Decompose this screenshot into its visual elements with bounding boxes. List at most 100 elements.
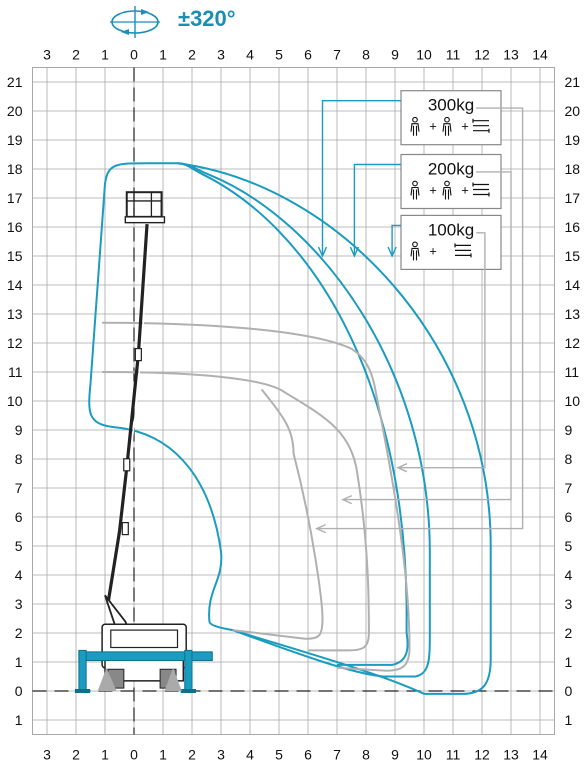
- outrigger-leg: [78, 649, 87, 692]
- person-icon: [412, 116, 418, 123]
- capacity-label: 200kg: [428, 160, 474, 179]
- y-tick-right: 19: [565, 132, 581, 148]
- x-tick-bottom: 11: [446, 747, 461, 760]
- person-icon: [412, 241, 418, 248]
- outrigger-leg: [184, 649, 193, 692]
- y-tick-left: 1: [15, 712, 23, 728]
- leader-line: [321, 100, 401, 256]
- y-tick-right: 15: [565, 248, 581, 264]
- y-tick-left: 3: [15, 596, 23, 612]
- y-tick-left: 0: [15, 683, 23, 699]
- y-tick-right: 10: [565, 393, 581, 409]
- leader-line: [391, 224, 401, 256]
- rotation-ellipse-arrows-icon: [110, 6, 160, 38]
- y-tick-left: 17: [7, 190, 23, 206]
- y-tick-left: 21: [7, 74, 23, 90]
- y-tick-right: 13: [565, 306, 581, 322]
- x-tick-top: 14: [532, 47, 548, 63]
- y-tick-right: 8: [565, 451, 573, 467]
- boom-joint: [123, 458, 131, 472]
- leader-line: [353, 163, 401, 256]
- y-tick-left: 12: [7, 335, 23, 351]
- x-tick-bottom: 6: [304, 747, 312, 760]
- outrigger-pad: [74, 689, 91, 693]
- outrigger-pad: [180, 689, 196, 693]
- x-tick-top: 4: [246, 47, 254, 63]
- x-tick-bottom: 4: [246, 747, 254, 760]
- x-tick-bottom: 12: [474, 747, 490, 760]
- person-icon-body: [442, 123, 452, 136]
- x-tick-top: 2: [72, 47, 80, 63]
- x-tick-top: 8: [362, 47, 370, 63]
- x-tick-bottom: 14: [532, 747, 548, 760]
- x-tick-bottom: 13: [503, 747, 519, 760]
- x-tick-bottom: 2: [72, 747, 80, 760]
- capacity-label: 100kg: [428, 220, 474, 239]
- envelope-200kg: [177, 162, 431, 678]
- inner-envelope-outer: [102, 321, 411, 672]
- grey-leader-arrow: [341, 494, 353, 505]
- basket: [125, 191, 163, 218]
- envelopes: [88, 162, 492, 695]
- x-tick-bottom: 1: [159, 747, 167, 760]
- leader-arrow: [349, 246, 360, 258]
- axis-ticks: 3322110011223344556677889910101111121213…: [7, 47, 580, 760]
- plus-sign: +: [461, 183, 469, 198]
- inner-envelope-middle: [102, 371, 370, 652]
- truck-window: [110, 629, 179, 649]
- y-tick-left: 15: [7, 248, 23, 264]
- y-tick-left: 5: [15, 538, 23, 554]
- y-tick-right: 14: [565, 277, 581, 293]
- y-tick-left: 7: [15, 480, 23, 496]
- person-icon: [412, 180, 418, 187]
- leader-arrow: [387, 246, 397, 258]
- y-tick-left: 2: [15, 625, 23, 641]
- y-tick-left: 11: [8, 364, 23, 380]
- x-tick-top: 1: [159, 47, 167, 63]
- y-tick-right: 12: [565, 335, 581, 351]
- capacity-box-frame: [400, 90, 502, 146]
- x-tick-top: 3: [217, 47, 225, 63]
- x-tick-bottom: 1: [101, 747, 109, 760]
- person-icon: [444, 180, 450, 187]
- y-tick-left: 18: [7, 161, 23, 177]
- x-tick-top: 13: [503, 47, 519, 63]
- y-tick-left: 9: [15, 422, 23, 438]
- y-tick-right: 0: [565, 683, 573, 699]
- boom-joint: [121, 521, 129, 536]
- x-tick-top: 6: [304, 47, 312, 63]
- y-tick-left: 19: [7, 132, 23, 148]
- y-tick-left: 10: [7, 393, 23, 409]
- y-tick-right: 20: [565, 103, 581, 119]
- y-tick-right: 4: [565, 567, 573, 583]
- y-tick-right: 3: [565, 596, 573, 612]
- capacity-box-frame: [400, 153, 502, 210]
- boom: [106, 223, 149, 605]
- grey-leader-arrow: [396, 463, 408, 473]
- grey-leader-line: [397, 232, 486, 469]
- person-icon-body: [442, 186, 452, 200]
- plus-sign: +: [461, 119, 469, 134]
- envelope-300kg: [177, 162, 409, 666]
- plus-sign: +: [429, 243, 437, 258]
- y-tick-left: 14: [7, 277, 23, 293]
- y-tick-right: 18: [565, 161, 581, 177]
- x-tick-top: 12: [474, 47, 490, 63]
- capacity-box-200kg: 200kg + +: [349, 153, 502, 258]
- x-tick-bottom: 0: [130, 747, 138, 760]
- x-tick-bottom: 7: [333, 747, 341, 760]
- x-tick-top: 9: [391, 47, 399, 63]
- leader-arrow: [317, 246, 328, 258]
- person-icon-body: [410, 247, 420, 261]
- y-tick-right: 17: [565, 190, 581, 206]
- x-tick-bottom: 5: [275, 747, 283, 760]
- capacity-box-100kg: 100kg +: [387, 214, 502, 270]
- capacity-label: 300kg: [428, 96, 474, 115]
- y-tick-right: 1: [565, 712, 573, 728]
- machine: [74, 191, 213, 693]
- y-tick-right: 16: [565, 219, 581, 235]
- inner-envelope-inner: [232, 388, 324, 640]
- y-tick-right: 6: [565, 509, 573, 525]
- y-tick-right: 7: [565, 480, 573, 496]
- x-tick-bottom: 9: [391, 747, 399, 760]
